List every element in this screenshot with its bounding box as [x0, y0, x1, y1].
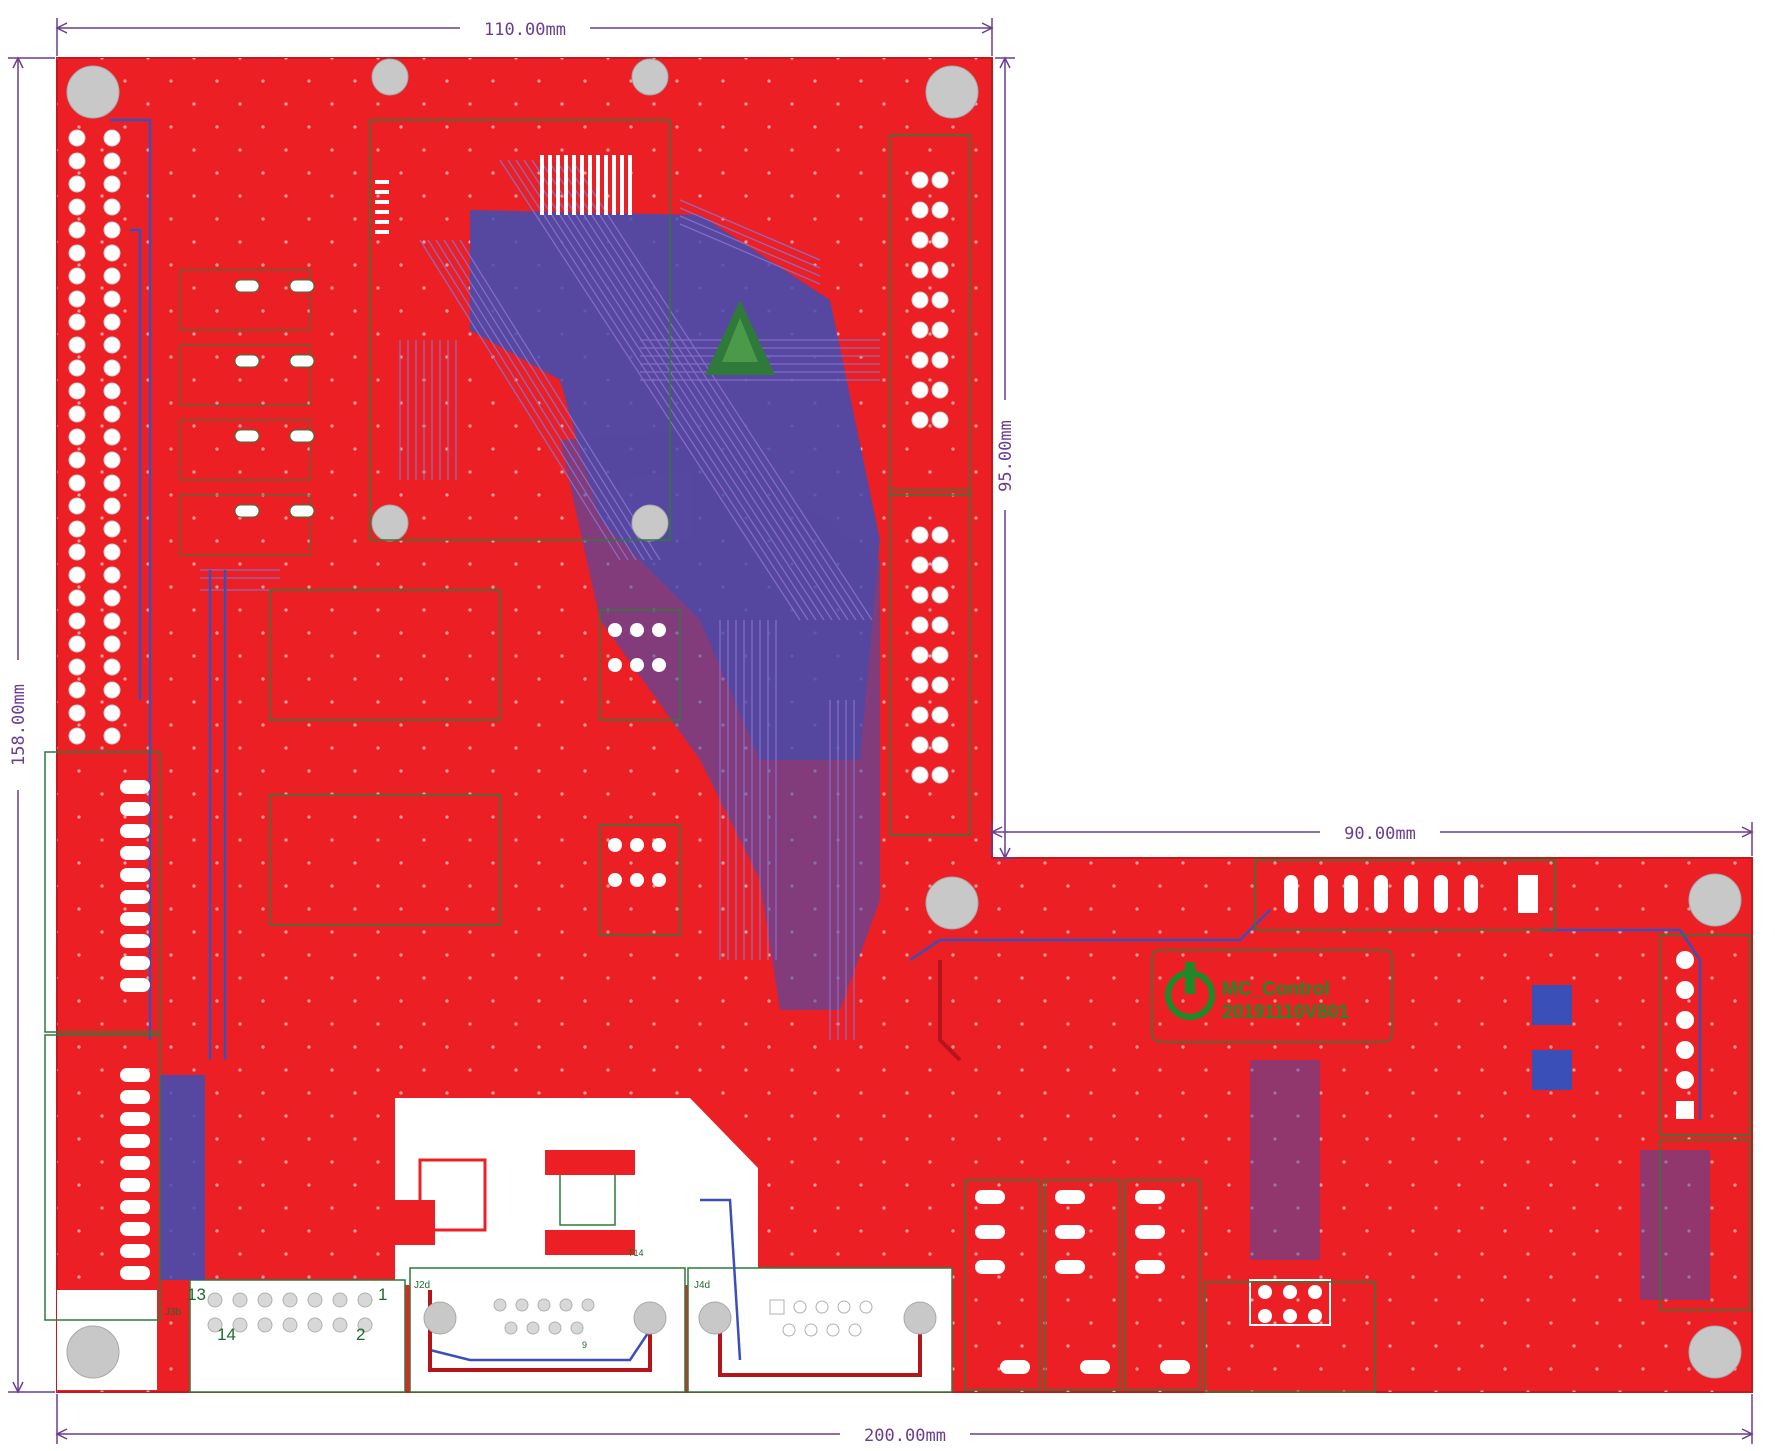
dimension-bottom-width: 200.00mm	[864, 1426, 946, 1446]
label-pin-9: 9	[582, 1340, 587, 1350]
small-ic-footprints: T14	[390, 1150, 644, 1258]
right-component-array	[975, 951, 1694, 1374]
label-t14: T14	[628, 1248, 644, 1258]
left-lower-connectors: J3b	[44, 751, 182, 1321]
right-top-header	[1254, 859, 1556, 931]
board-logo: MC_Control 20191110V801	[1151, 949, 1393, 1043]
dsub-connectors: J2d J4d 9	[414, 1280, 937, 1350]
esd-warning-icon	[705, 300, 775, 375]
dimension-right-height: 95.00mm	[996, 420, 1016, 492]
signal-trace-bundles	[200, 159, 880, 1040]
middle-connectors	[608, 623, 666, 887]
label-pin-13: 13	[187, 1285, 206, 1304]
dimension-top-width: 110.00mm	[484, 20, 566, 40]
ic-outlines	[269, 119, 971, 936]
dimension-left-height: 158.00mm	[9, 684, 29, 766]
label-pin-1: 1	[378, 1285, 387, 1304]
logo-line-1: MC_Control	[1222, 979, 1330, 1000]
label-j2d: J2d	[414, 1280, 430, 1291]
left-component-clusters	[179, 269, 315, 556]
mounting-holes	[66, 58, 1742, 1379]
dimension-inner-width: 90.00mm	[1344, 824, 1416, 844]
label-pin-14: 14	[217, 1325, 236, 1344]
right-pin-header	[911, 171, 949, 784]
ic-pad-rows	[375, 155, 632, 234]
label-j4d: J4d	[694, 1280, 710, 1291]
label-j3b: J3b	[165, 1307, 182, 1318]
left-pin-header	[68, 129, 121, 745]
logo-line-2: 20191110V801	[1222, 1002, 1349, 1023]
label-pin-2: 2	[356, 1325, 365, 1344]
connector-14pin: 1 2 13 14	[187, 1285, 387, 1344]
